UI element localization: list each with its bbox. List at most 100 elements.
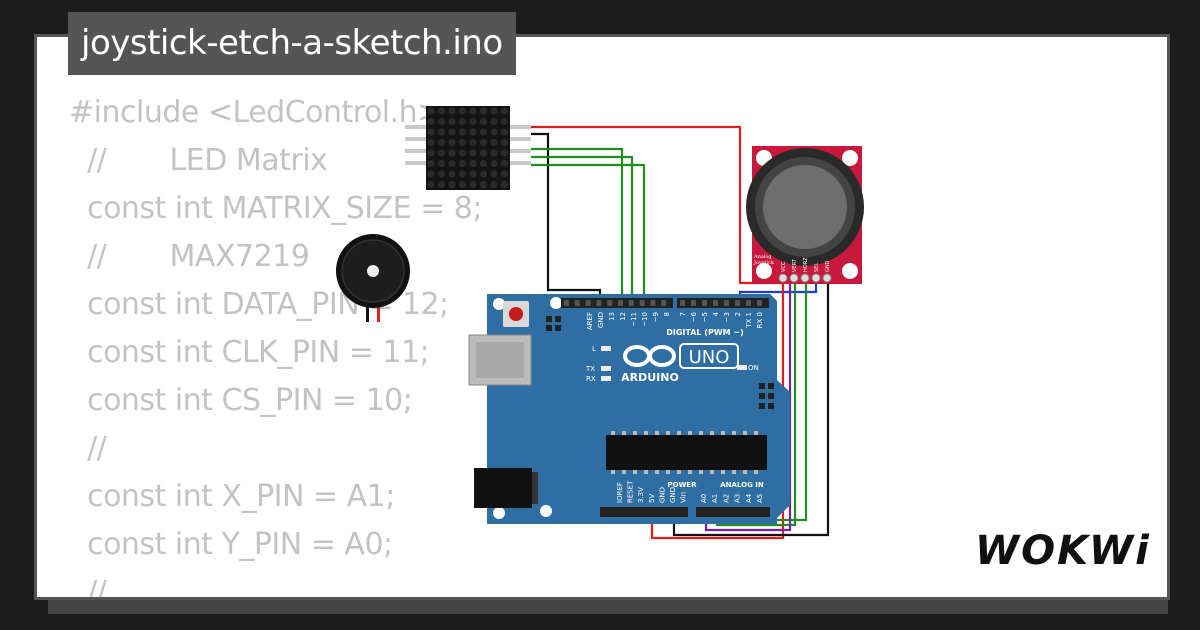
code-line: #include <LedControl.h> [69, 95, 442, 130]
joystick-pin-label: GND [825, 260, 831, 272]
led-dot [469, 159, 477, 168]
led-dot [427, 107, 435, 115]
led-dot [490, 180, 498, 189]
led-dot [490, 149, 498, 157]
led-dot [437, 149, 446, 157]
code-line: const int X_PIN = A1; [69, 479, 395, 514]
led-dot [427, 180, 435, 189]
digital-pin-label: ~9 [652, 312, 660, 322]
arduino-model: UNO [689, 347, 730, 368]
led-dot [490, 159, 498, 168]
led-dot [448, 128, 456, 136]
led-dot [469, 117, 477, 126]
led-dot [500, 180, 509, 189]
digital-pin-label: TX 1 [745, 312, 753, 329]
on-label: ON [748, 364, 759, 372]
led-dot [479, 128, 488, 136]
led-dot [479, 170, 488, 178]
led-matrix[interactable] [405, 106, 531, 190]
digital-pin-label: 7 [679, 312, 687, 316]
joystick-pin[interactable] [811, 273, 821, 283]
power-pin-label: GND [658, 487, 666, 503]
led-dot [479, 149, 488, 157]
led-dot [458, 149, 467, 157]
power-pin-label: 3.3V [637, 487, 645, 503]
digital-pin-label: ~3 [723, 312, 731, 322]
arduino-uno-board[interactable]: UNO ARDUINO DIGITAL (PWM ~) POWER ANALOG… [468, 294, 790, 524]
led-dot [469, 180, 477, 189]
led-dot [479, 107, 488, 115]
led-matrix-dots [427, 107, 509, 189]
led-dot [490, 128, 498, 136]
code-line: const int CLK_PIN = 11; [69, 335, 430, 370]
led-dot [427, 117, 435, 126]
code-line: // LED Matrix [69, 143, 328, 178]
led-dot [448, 170, 456, 178]
code-line: const int MATRIX_SIZE = 8; [69, 191, 482, 226]
led-dot [469, 107, 477, 115]
buzzer[interactable] [336, 234, 410, 322]
led-dot [500, 107, 509, 115]
joystick-pin[interactable] [778, 273, 788, 283]
led-dot [490, 170, 498, 178]
joystick-pin-label: VCC [781, 261, 787, 272]
led-dot [427, 149, 435, 157]
wokwi-logo: WOKWi [975, 528, 1151, 574]
led-dot [490, 107, 498, 115]
tx-label: TX [585, 365, 595, 373]
digital-pin-label: ~11 [630, 312, 638, 327]
digital-pin-label: 2 [734, 312, 742, 316]
led-dot [458, 180, 467, 189]
led-dot [479, 159, 488, 168]
led-dot [458, 138, 467, 147]
led-dot [437, 117, 446, 126]
led-dot [437, 159, 446, 168]
code-line: const int Y_PIN = A0; [69, 527, 393, 562]
analog-pin-label: A2 [722, 494, 730, 503]
joystick-pin[interactable] [789, 273, 799, 283]
led-dot [448, 180, 456, 189]
led-dot [427, 128, 435, 136]
led-dot [500, 128, 509, 136]
digital-pin-label: 13 [608, 312, 616, 321]
arduino-brand: ARDUINO [621, 371, 679, 384]
led-dot [437, 170, 446, 178]
joystick-pin-label: VERT [792, 258, 798, 272]
digital-label: DIGITAL (PWM ~) [666, 328, 744, 337]
joystick-pin-label: SEL [814, 263, 820, 272]
digital-pin-label: ~10 [641, 312, 649, 327]
led-dot [500, 170, 509, 178]
analog-pin-label: A4 [745, 493, 753, 503]
led-dot [490, 117, 498, 126]
led-dot [500, 149, 509, 157]
power-pin-label: GND [669, 487, 677, 503]
led-dot [437, 107, 446, 115]
digital-pin-label: RX 0 [756, 312, 764, 328]
led-dot [479, 117, 488, 126]
joystick-pin[interactable] [800, 273, 810, 283]
led-dot [469, 170, 477, 178]
power-pin-label: 5V [648, 494, 656, 503]
project-title: joystick-etch-a-sketch.ino [68, 12, 516, 75]
led-dot [469, 128, 477, 136]
power-pin-label: IOREF [616, 482, 624, 503]
led-dot [437, 138, 446, 147]
joystick-pin[interactable] [822, 273, 832, 283]
led-dot [448, 149, 456, 157]
joystick-pin-label: HORZ [803, 257, 809, 272]
digital-pin-label: ~5 [701, 312, 709, 322]
joystick-label-2: Joystick [753, 260, 775, 266]
analog-pin-label: A1 [711, 494, 719, 503]
led-dot [427, 138, 435, 147]
led-dot [458, 117, 467, 126]
digital-pin-label: ~6 [690, 311, 698, 322]
led-dot [469, 138, 477, 147]
led-dot [500, 159, 509, 168]
led-dot [458, 159, 467, 168]
power-pin-label: RESET [627, 480, 635, 503]
code-line: // MAX7219 [69, 239, 310, 274]
power-label: POWER [668, 481, 698, 489]
analog-pin-label: A3 [734, 494, 742, 503]
